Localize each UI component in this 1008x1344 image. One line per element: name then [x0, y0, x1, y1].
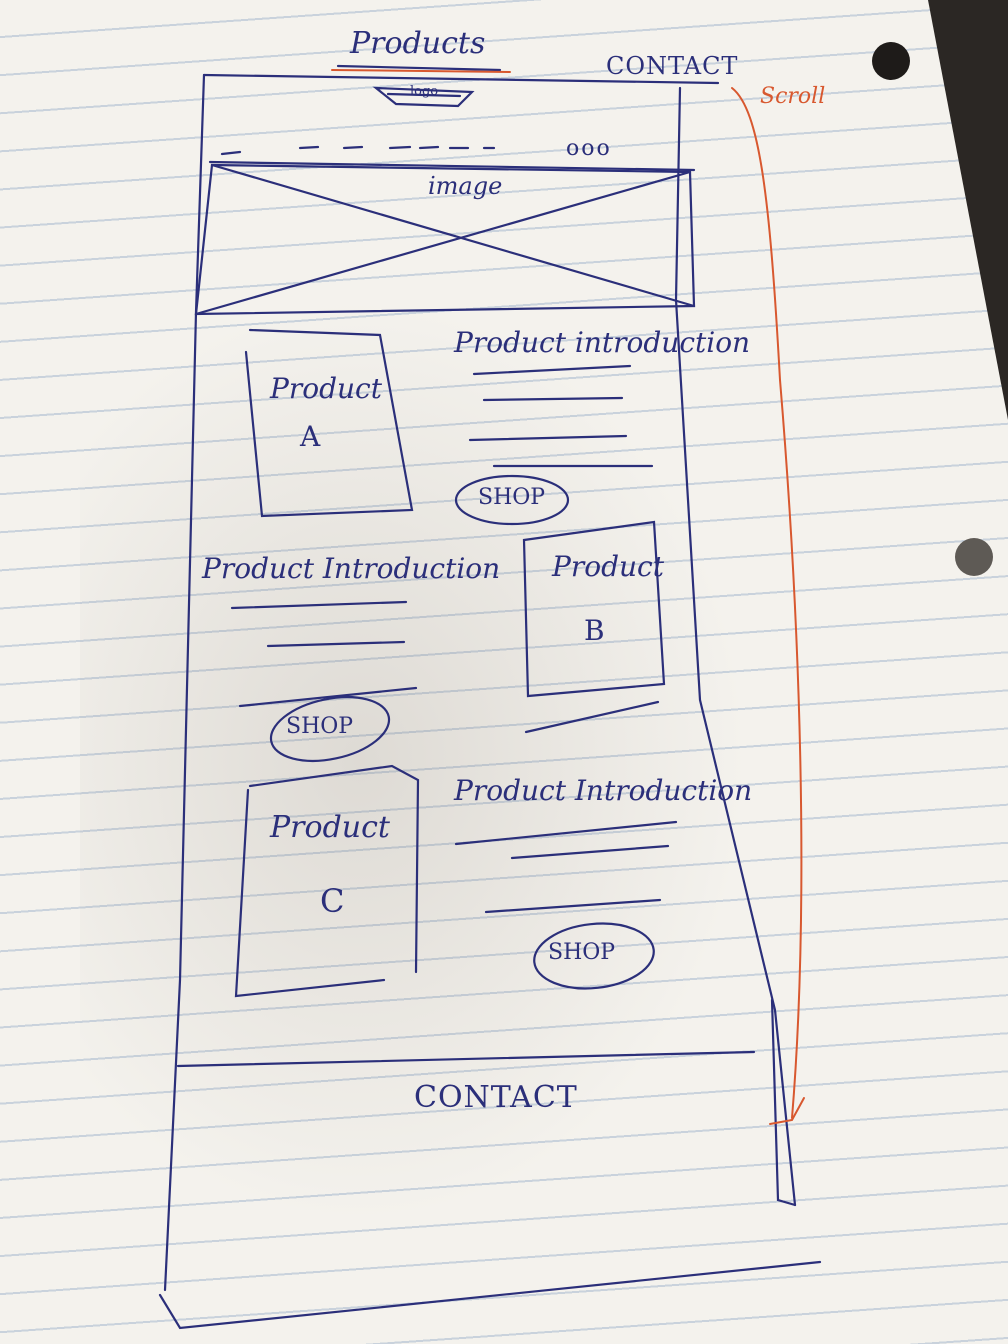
- punch-hole: [955, 538, 993, 576]
- product-b-intro: Product Introduction: [202, 552, 501, 585]
- product-c-intro: Product Introduction: [454, 774, 753, 807]
- product-a-letter: A: [300, 420, 321, 453]
- product-b-letter: B: [584, 614, 605, 647]
- page-title: Products: [350, 26, 486, 61]
- product-a-intro: Product introduction: [454, 326, 751, 359]
- hero-image-label: image: [428, 172, 503, 200]
- product-c-name: Product: [270, 810, 390, 845]
- product-c-letter: C: [320, 882, 345, 920]
- shop-button-a[interactable]: SHOP: [478, 485, 546, 510]
- footer-contact[interactable]: CONTACT: [414, 1080, 578, 1115]
- frame-left-edge: [163, 73, 206, 1292]
- punch-hole: [872, 42, 910, 80]
- nav-more-icon[interactable]: ooo: [566, 136, 612, 161]
- shop-button-b[interactable]: SHOP: [286, 714, 354, 739]
- logo: logo: [410, 84, 439, 99]
- scroll-arrow-icon: [731, 87, 805, 1125]
- product-a-name: Product: [270, 372, 382, 405]
- frame-right-edge: [674, 86, 797, 1207]
- product-b-name: Product: [552, 550, 664, 583]
- table-edge: [928, 0, 1008, 420]
- header-contact-link[interactable]: CONTACT: [606, 52, 739, 80]
- scroll-label: Scroll: [760, 84, 826, 109]
- shop-button-c[interactable]: SHOP: [548, 940, 616, 965]
